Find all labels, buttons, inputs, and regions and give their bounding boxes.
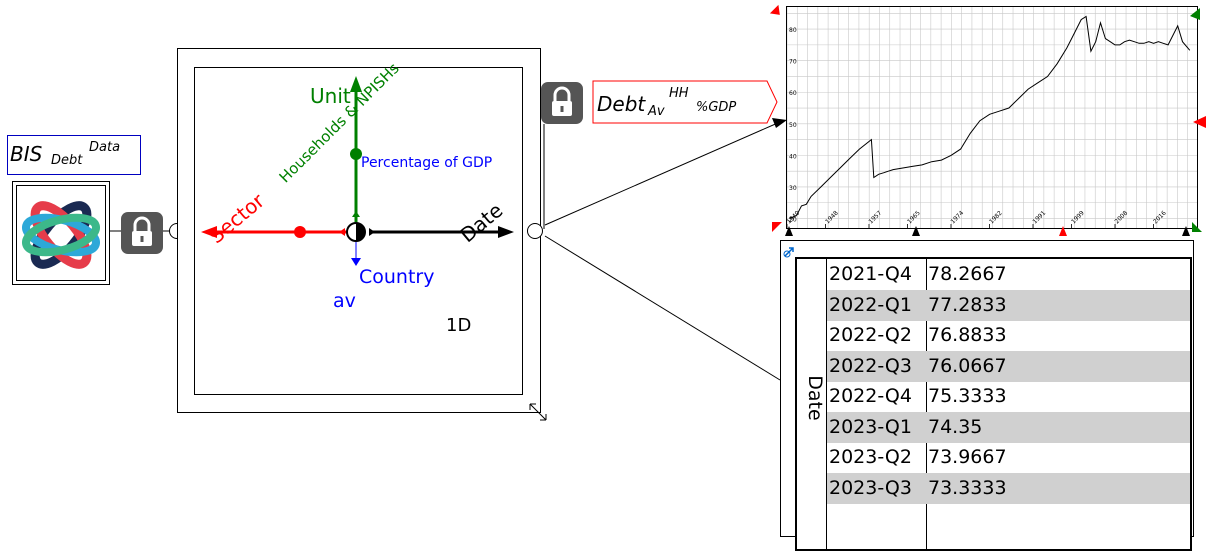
data-table: Date 2021-Q4 78.2667 2022-Q1 77.2833 2022-Q2…: [795, 257, 1192, 551]
country-axis-label: Country: [359, 266, 435, 288]
ravel-output-port[interactable]: [527, 223, 543, 239]
source-variable-label[interactable]: BIS Debt Data: [7, 135, 141, 175]
table-cell-date: 2022-Q2: [829, 324, 912, 346]
y-tick-label: 80: [789, 27, 797, 34]
country-axis-arrowhead: [351, 258, 361, 266]
ravel-inner-frame: [194, 67, 523, 395]
y-tick-label: 60: [789, 90, 797, 97]
sector-slicer-handle[interactable]: [294, 226, 306, 238]
table-cell-value: 77.2833: [928, 293, 1007, 316]
table-cell-value: 74.35: [928, 415, 983, 438]
output-variable-subscript-2: %GDP: [696, 100, 737, 115]
output-variable-subscript: Av: [648, 104, 665, 119]
y-tick-label: 20: [789, 217, 797, 224]
table-column-divider: [926, 259, 927, 549]
table-cell-value: 78.2667: [928, 263, 1007, 285]
unit-slicer-handle[interactable]: [350, 148, 362, 160]
table-row: 2023-Q1 74.35: [827, 411, 1190, 443]
table-row: 2021-Q4 78.2667: [827, 259, 1190, 290]
output-variable-superscript: HH: [669, 86, 689, 101]
table-cell-date: 2023-Q3: [829, 476, 912, 499]
unit-axis-label: Unit: [310, 84, 351, 108]
plot-xmid-marker[interactable]: [912, 226, 920, 236]
table-cell-value: 75.3333: [928, 385, 1007, 407]
source-variable-name: BIS: [10, 142, 43, 166]
y-tick-label: 40: [789, 153, 797, 160]
wire-ravel-to-plot[interactable]: [544, 121, 781, 226]
table-cell-value: 73.9667: [928, 446, 1007, 468]
plot-bottom-left-handle[interactable]: [772, 222, 782, 232]
y-tick-label: 30: [789, 185, 797, 192]
plot-handles: [769, 4, 1206, 236]
country-slice-label: av: [333, 290, 356, 312]
plot-top-right-handle[interactable]: [1190, 8, 1200, 20]
table-cell-date: 2023-Q2: [829, 446, 912, 468]
lock-icon[interactable]: [121, 212, 163, 254]
unit-slice-label: Percentage of GDP: [361, 155, 493, 171]
table-cell-value: 76.8833: [928, 324, 1007, 346]
unit-axis-arrowhead: [350, 76, 362, 92]
table-row: 2022-Q4 75.3333: [827, 381, 1190, 412]
plot-right-axis-handle[interactable]: [1193, 116, 1206, 128]
table-axis-label: Date: [804, 375, 826, 421]
wire-arrowhead-plot: [772, 118, 787, 128]
resize-handle-icon[interactable]: [527, 401, 549, 423]
y-tick-label: 50: [789, 122, 797, 129]
output-variable-name: Debt: [597, 92, 646, 116]
table-cell-date: 2022-Q4: [829, 385, 912, 407]
ravel-rank-label: 1D: [446, 315, 472, 336]
plot-xmin-marker[interactable]: [785, 226, 793, 236]
output-lock-icon[interactable]: [541, 82, 583, 124]
table-row: 2022-Q2 76.8833: [827, 320, 1190, 351]
data-table-widget[interactable]: Date 2021-Q4 78.2667 2022-Q1 77.2833 2022-Q2…: [780, 240, 1194, 551]
table-row: 2023-Q3 73.3333: [827, 472, 1190, 504]
table-row: 2022-Q3 76.0667: [827, 350, 1190, 382]
table-cell-date: 2022-Q3: [829, 354, 912, 377]
y-tick-label: 70: [789, 59, 797, 66]
source-variable-superscript: Data: [89, 140, 121, 155]
sector-axis-arrowhead: [201, 226, 217, 238]
table-row: 2022-Q1 77.2833: [827, 289, 1190, 321]
plot-top-left-handle[interactable]: [769, 4, 784, 19]
table-cell-date: 2022-Q1: [829, 293, 912, 316]
wire-layer: [108, 118, 787, 381]
plot-bottom-right-handle[interactable]: [1192, 222, 1202, 232]
table-cell-date: 2021-Q4: [829, 263, 912, 285]
series-line: [789, 15, 1191, 219]
table-resize-icon[interactable]: [783, 243, 795, 258]
table-header-divider: [826, 259, 827, 549]
ravel-axes: [201, 76, 514, 266]
table-cell-value: 76.0667: [928, 354, 1007, 377]
output-variable-label[interactable]: Debt Av HH %GDP: [592, 80, 778, 124]
plot-xmax-marker[interactable]: [1182, 226, 1190, 236]
wire-ravel-to-table[interactable]: [544, 235, 781, 381]
table-row: 2023-Q2 73.9667: [827, 442, 1190, 473]
table-cell-date: 2023-Q1: [829, 415, 912, 438]
date-axis-arrowhead: [498, 226, 514, 238]
bis-data-source-icon[interactable]: [12, 181, 110, 285]
bis-logo-icon: [22, 201, 100, 269]
source-variable-subscript: Debt: [51, 153, 83, 168]
plot-red-marker[interactable]: [1059, 226, 1067, 236]
table-cell-value: 73.3333: [928, 476, 1007, 499]
